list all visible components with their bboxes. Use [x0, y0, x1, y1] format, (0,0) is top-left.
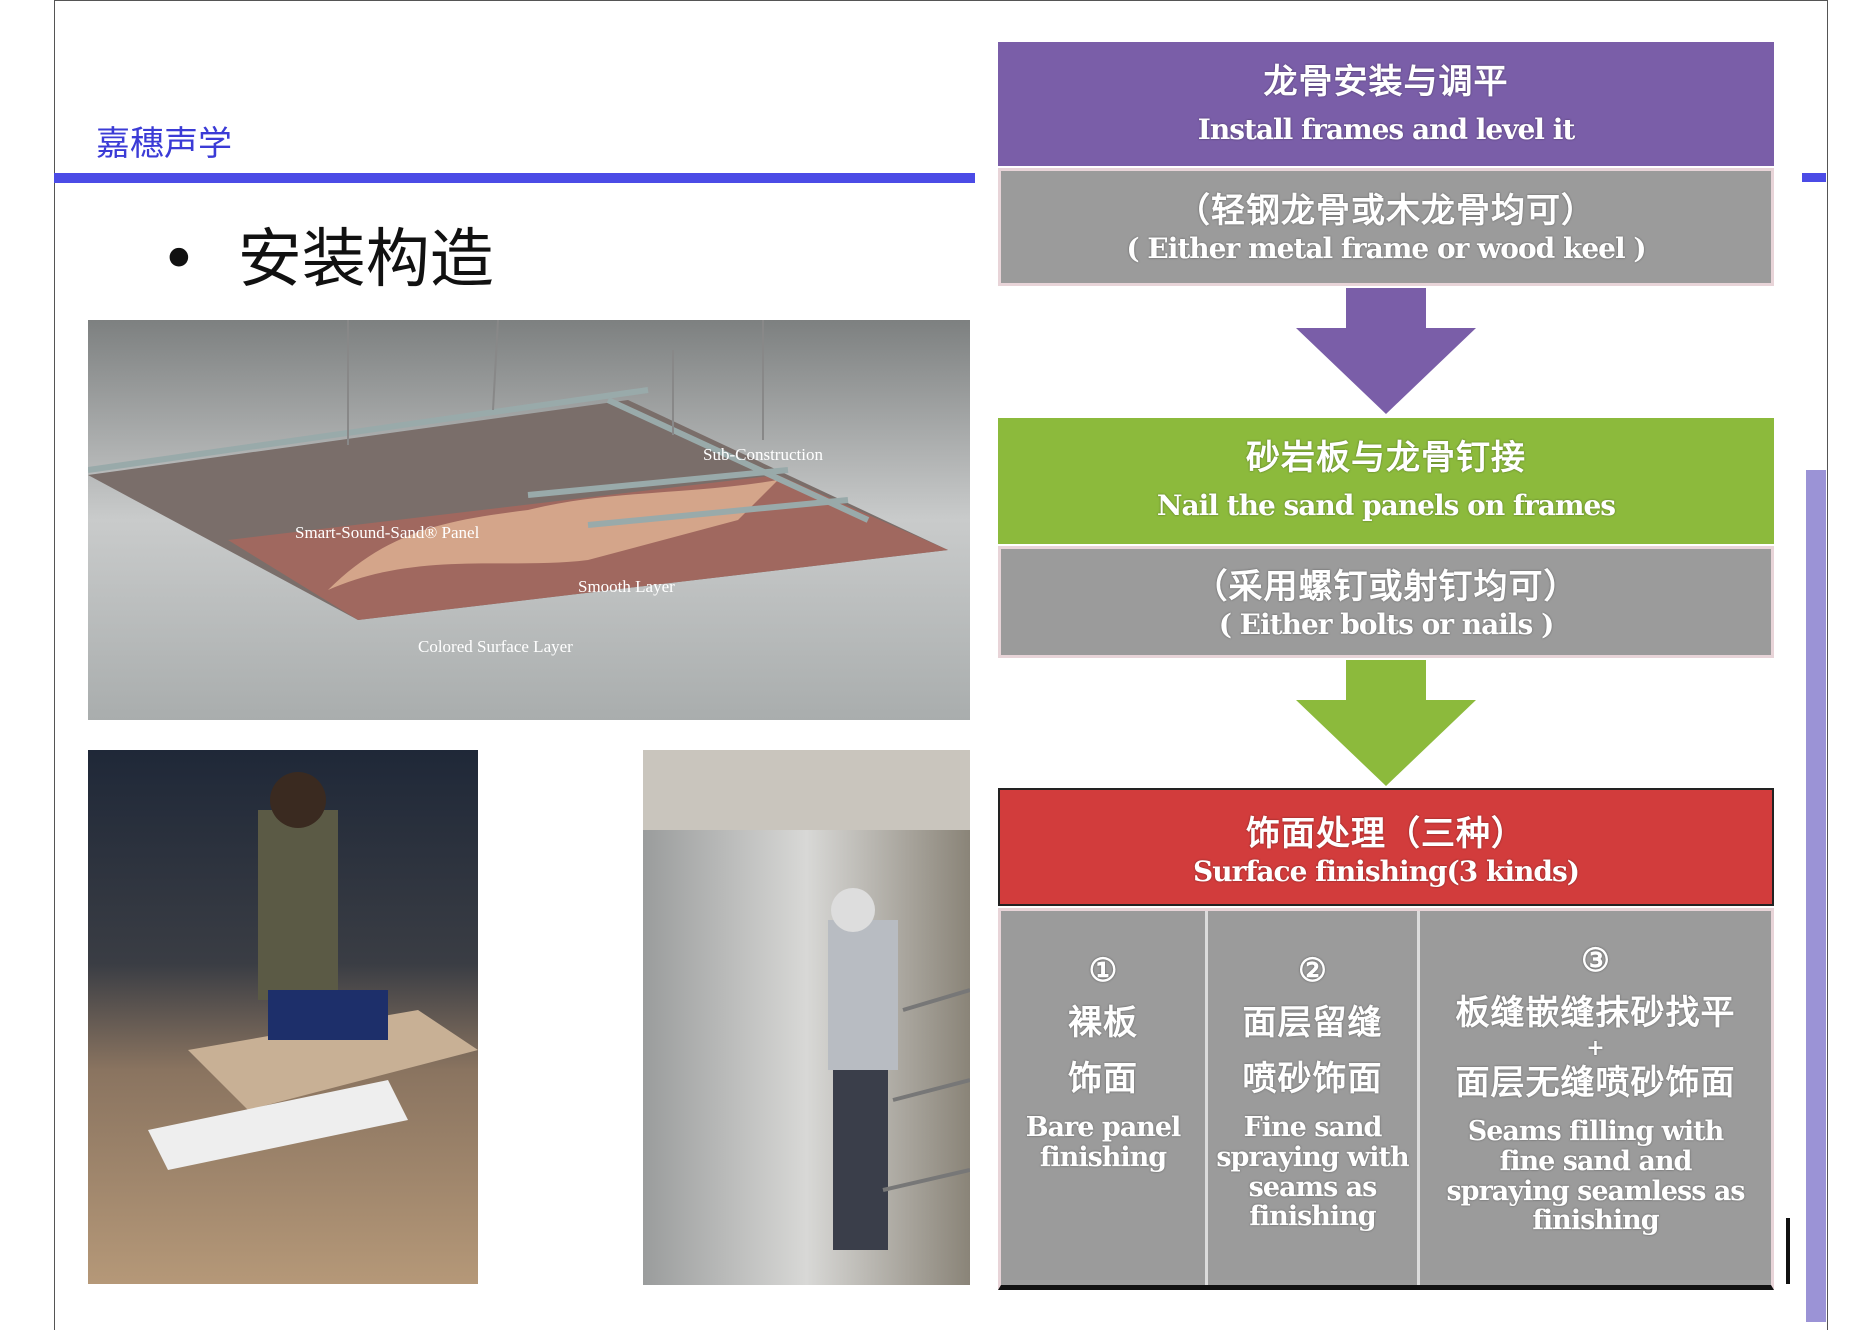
finishing-options: ① 裸板 饰面 Bare panel finishing ② 面层留缝 喷砂饰面… [998, 908, 1774, 1290]
header-divider [54, 173, 975, 183]
arrow-down-icon [1296, 288, 1476, 414]
option-1: ① 裸板 饰面 Bare panel finishing [1001, 911, 1208, 1285]
arrow-down-icon [1296, 660, 1476, 786]
header-divider-right [1802, 173, 1826, 182]
installation-photo-worker-cutting [88, 750, 478, 1284]
bullet: • [160, 223, 198, 297]
option-en: Fine sand spraying with seams as finishi… [1216, 1112, 1409, 1233]
step3-box: 饰面处理（三种） Surface finishing(3 kinds) [998, 788, 1774, 906]
installation-photo-spraying [643, 750, 970, 1285]
step1-note-zh: （轻钢龙骨或木龙骨均可） [1176, 191, 1596, 231]
step1-note-box: （轻钢龙骨或木龙骨均可） ( Either metal frame or woo… [998, 168, 1774, 286]
slide-heading: • 安装构造 [160, 208, 494, 300]
option-zh: 裸板 [1068, 1003, 1138, 1043]
heading-text: 安装构造 [237, 223, 494, 297]
step3-title-zh: 饰面处理（三种） [1246, 814, 1526, 854]
step1-title-en: Install frames and level it [1197, 113, 1576, 146]
step1-box: 龙骨安装与调平 Install frames and level it [998, 42, 1774, 166]
step3-title-en: Surface finishing(3 kinds) [1193, 855, 1580, 888]
edge-mark [1786, 1218, 1790, 1284]
label-panel: Smart-Sound-Sand® Panel [295, 523, 480, 542]
step2-title-zh: 砂岩板与龙骨钉接 [1246, 438, 1526, 478]
step1-title-zh: 龙骨安装与调平 [1263, 62, 1509, 102]
step2-note-zh: （采用螺钉或射钉均可） [1193, 567, 1579, 607]
slide-frame [54, 0, 1828, 1330]
label-sub-construction: Sub-Construction [703, 445, 823, 464]
option-zh: 面层留缝 [1242, 1003, 1383, 1043]
side-accent-bar [1806, 470, 1826, 1322]
step1-note-en: ( Either metal frame or wood keel ) [1126, 232, 1646, 265]
label-colored-layer: Colored Surface Layer [418, 637, 573, 656]
step2-note-en: ( Either bolts or nails ) [1218, 608, 1555, 641]
option-2: ② 面层留缝 喷砂饰面 Fine sand spraying with seam… [1208, 911, 1420, 1285]
ceiling-structure-diagram: Sub-Construction Smart-Sound-Sand® Panel… [88, 320, 970, 720]
step2-box: 砂岩板与龙骨钉接 Nail the sand panels on frames [998, 418, 1774, 544]
option-number: ② [1298, 951, 1327, 989]
option-en: Bare panel finishing [1025, 1112, 1182, 1174]
step2-note-box: （采用螺钉或射钉均可） ( Either bolts or nails ) [998, 546, 1774, 658]
option-zh: 面层无缝喷砂饰面 [1455, 1063, 1736, 1104]
option-zh: 板缝嵌缝抹砂找平 [1455, 993, 1736, 1033]
option-number: ③ [1581, 941, 1610, 979]
option-number: ① [1088, 951, 1118, 989]
label-smooth-layer: Smooth Layer [578, 577, 675, 596]
step2-title-en: Nail the sand panels on frames [1156, 489, 1616, 522]
option-zh: 饰面 [1068, 1059, 1138, 1100]
option-en: Seams filling with fine sand and sprayin… [1446, 1116, 1745, 1237]
option-zh: 喷砂饰面 [1242, 1059, 1383, 1100]
brand-title: 嘉穗声学 [96, 124, 232, 164]
option-3: ③ 板缝嵌缝抹砂找平 + 面层无缝喷砂饰面 Seams filling with… [1420, 911, 1771, 1285]
option-plus: + [1586, 1035, 1605, 1062]
